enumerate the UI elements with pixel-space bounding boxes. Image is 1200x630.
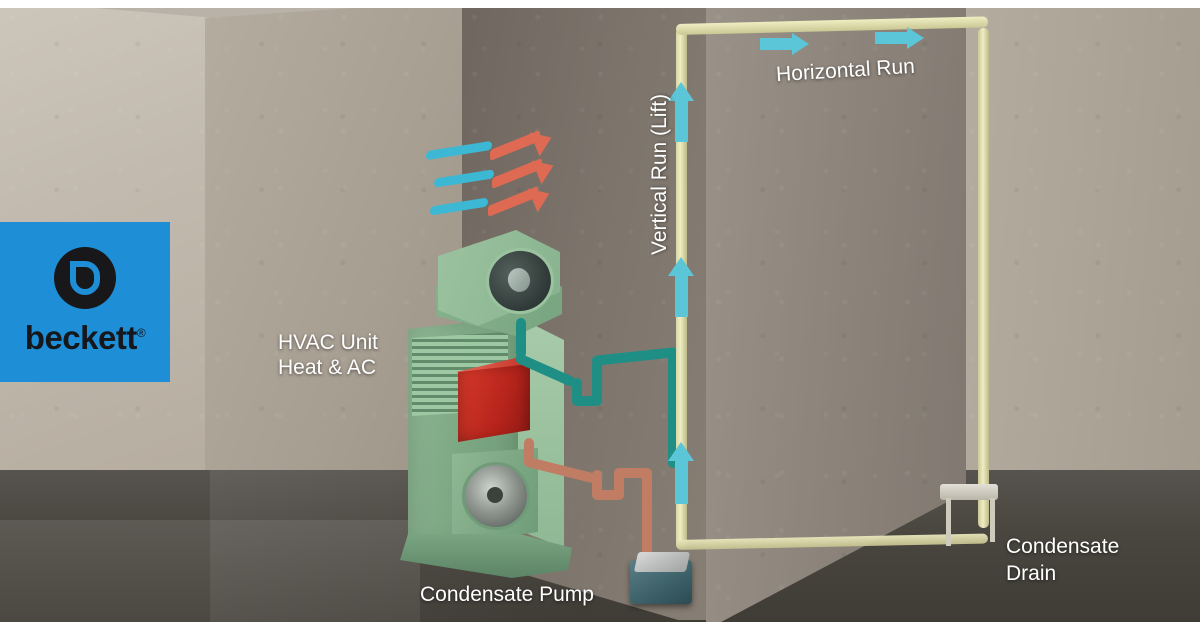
- heat-exchanger: [458, 364, 530, 442]
- wall-right-far: [960, 0, 1200, 494]
- blower-fan-icon: [462, 462, 530, 530]
- drain-leg: [946, 498, 951, 546]
- condensate-pump-lid: [633, 552, 691, 572]
- hvac-unit: [400, 212, 580, 578]
- condensate-line-copper: [614, 468, 650, 478]
- cool-air-wave-icon: [426, 140, 492, 161]
- condensate-drain-basin: [940, 484, 998, 500]
- condensate-line-copper: [524, 438, 534, 464]
- condensate-line-teal: [572, 396, 598, 406]
- condensate-line-copper: [614, 468, 624, 500]
- condensate-line-copper: [642, 468, 652, 564]
- floor-left: [0, 520, 420, 630]
- condensate-line-teal: [572, 378, 582, 404]
- label-condensate-drain: Condensate Drain: [1006, 535, 1120, 585]
- beckett-logo: beckett®: [0, 222, 170, 382]
- condensate-line-teal: [592, 360, 602, 406]
- registered-mark: ®: [136, 326, 146, 340]
- label-condensate-pump: Condensate Pump: [420, 583, 594, 606]
- condensate-line-copper: [592, 470, 602, 498]
- bottom-border: [0, 622, 1200, 630]
- drain-drop-tubing: [978, 28, 989, 528]
- beckett-wordmark: beckett®: [24, 319, 146, 357]
- beckett-mark-icon: [54, 247, 116, 309]
- condensate-line-teal: [668, 348, 678, 468]
- condensate-line-copper: [592, 490, 622, 500]
- cool-air-wave-icon: [434, 169, 494, 188]
- label-vertical-run: Vertical Run (Lift): [648, 93, 671, 255]
- condensate-line-teal: [516, 318, 526, 358]
- label-hvac-unit: HVAC Unit Heat & AC: [278, 331, 378, 379]
- top-border: [0, 0, 1200, 8]
- wall-texture: [960, 0, 1200, 494]
- wordmark-text: beckett: [24, 319, 138, 356]
- drain-leg: [990, 498, 995, 542]
